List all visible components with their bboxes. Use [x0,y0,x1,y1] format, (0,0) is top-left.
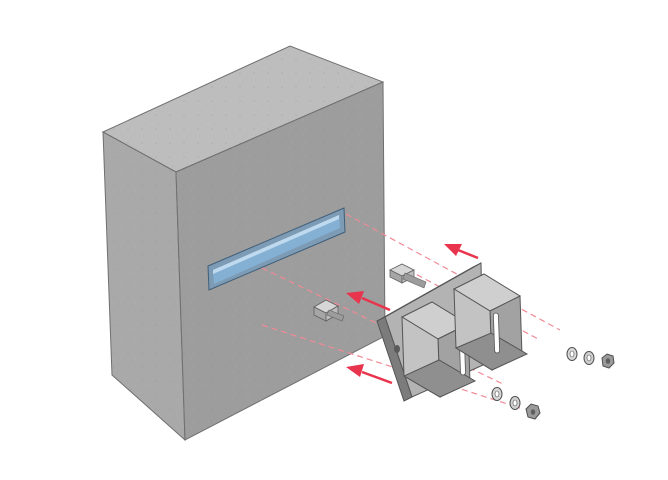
alignment-line-upper [345,213,561,331]
t-head-bolt-upper [389,263,427,289]
channel-highlight [213,215,339,274]
concrete-side-speckle [103,132,185,440]
flat-washer [491,387,503,401]
t-head-bolt-lower [313,299,345,322]
flat-washer [566,347,578,361]
spring-washer [583,351,595,365]
concrete-block [101,45,386,442]
hex-nut [601,353,615,369]
bracket-left-bottom-flange [402,359,477,398]
bracket-right-slot [492,312,501,354]
embedded-anchor-channel [207,207,346,291]
alignment-line-lower [261,324,521,409]
fastener-set-lower [491,387,541,420]
concrete-top-speckle [103,46,383,172]
hex-nut [525,403,541,420]
bracket-base-plate-top [376,262,482,322]
concrete-front-speckle [176,82,385,440]
arrow-upper [444,244,479,260]
bracket-hole [394,345,400,353]
bracket-right-bottom-flange [454,332,529,371]
spring-washer [509,396,521,410]
arrow-lower [346,364,393,385]
insertion-arrows [346,244,479,385]
steel-bracket [376,262,529,402]
fastener-set-upper [566,347,615,369]
arrow-middle [346,291,391,312]
